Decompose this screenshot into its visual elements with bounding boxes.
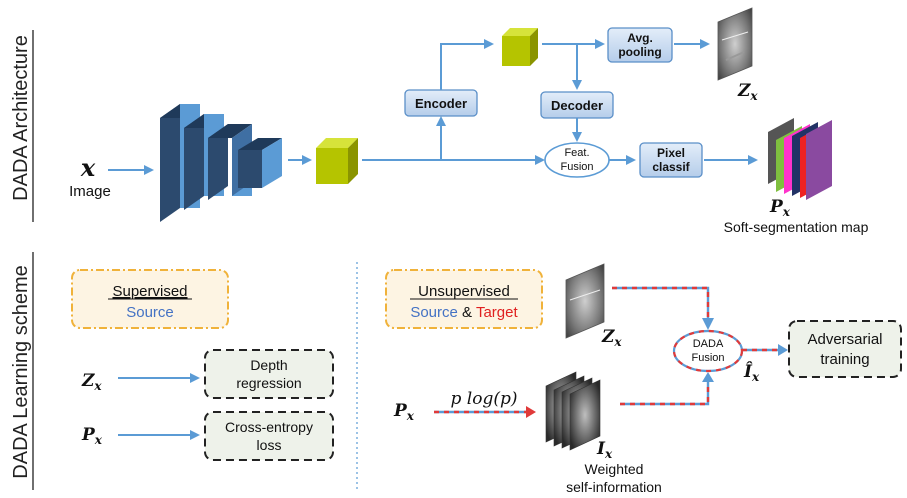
decoder-label: Decoder (551, 98, 603, 113)
avg-pooling-box: Avg. pooling (607, 27, 673, 63)
weighted-label-1: Weighted (585, 461, 644, 477)
feature-cube (316, 138, 358, 184)
supervised-box: Supervised Source (71, 269, 229, 329)
depth-label-1: Depth (250, 357, 287, 373)
unsup-p-symbol: Px (393, 401, 415, 423)
latent-cube (502, 28, 538, 66)
adversarial-label-2: training (820, 351, 869, 368)
cross-entropy-box: Cross-entropy loss (204, 411, 334, 461)
avg-pooling-label-2: pooling (618, 45, 661, 59)
arrow-fusion-to-adversarial (742, 344, 788, 356)
input-image-label: Image (69, 183, 111, 200)
supervised-source: Source (126, 304, 174, 321)
pixel-classif-label-2: classif (652, 160, 690, 174)
unsupervised-box: Unsupervised Source & Target (385, 269, 543, 329)
soft-segmentation-stack (768, 118, 832, 200)
encoder-label: Encoder (415, 96, 467, 111)
adversarial-label-1: Adversarial (807, 331, 882, 348)
dada-fusion-label-2: Fusion (691, 352, 724, 364)
input-x-symbol: x (80, 153, 96, 182)
dada-fusion-label-1: DADA (693, 338, 724, 350)
self-information-stack (545, 371, 601, 451)
dada-fusion-node: DADA Fusion (672, 329, 744, 373)
backbone-network (160, 104, 282, 222)
arrow-p-to-selfinfo (434, 406, 536, 418)
weighted-label-2: self-information (566, 479, 662, 495)
unsupervised-title: Unsupervised (418, 283, 510, 300)
architecture-side-title: DADA Architecture (10, 35, 32, 201)
arrow-z-to-dada-fusion (612, 286, 714, 330)
arrow-selfinfo-to-dada-fusion (620, 372, 714, 406)
ce-label-2: loss (257, 437, 282, 453)
p-symbol: Px (769, 197, 791, 219)
learning-depth-image (565, 263, 605, 339)
feat-fusion-label-1: Feat. (564, 147, 589, 159)
unsup-z-symbol: Zx (601, 327, 622, 349)
sup-z-symbol: Zx (81, 371, 102, 393)
target-label: Target (476, 304, 519, 321)
learning-side-title: DADA Learning scheme (10, 265, 32, 478)
ce-label-1: Cross-entropy (225, 419, 313, 435)
z-symbol: Zx (737, 81, 758, 103)
side-label-learning: DADA Learning scheme (10, 252, 34, 490)
i-symbol: Ix (596, 439, 613, 461)
arrow-encoder-to-latent (440, 39, 494, 90)
decoder-box: Decoder (540, 91, 614, 119)
unsupervised-domains: Source & Target (410, 304, 518, 321)
source-label: Source (410, 304, 458, 321)
depth-label-2: regression (236, 375, 301, 391)
adversarial-box: Adversarial training (788, 320, 902, 378)
plogp-label: p log(p) (451, 389, 518, 409)
ihat-symbol: Îx (743, 361, 760, 384)
soft-seg-label: Soft-segmentation map (724, 219, 869, 235)
feat-fusion-label-2: Fusion (560, 161, 593, 173)
side-label-architecture: DADA Architecture (10, 30, 34, 222)
pixel-classif-box: Pixel classif (639, 142, 703, 178)
avg-pooling-label-1: Avg. (627, 31, 653, 45)
pixel-classif-label-1: Pixel (657, 146, 685, 160)
amp-label: & (462, 304, 472, 321)
depth-map-image (717, 7, 753, 81)
depth-regression-box: Depth regression (204, 349, 334, 399)
sup-p-symbol: Px (81, 425, 103, 447)
encoder-box: Encoder (404, 89, 478, 117)
supervised-title: Supervised (112, 283, 187, 300)
feat-fusion-node: Feat. Fusion (544, 142, 610, 178)
